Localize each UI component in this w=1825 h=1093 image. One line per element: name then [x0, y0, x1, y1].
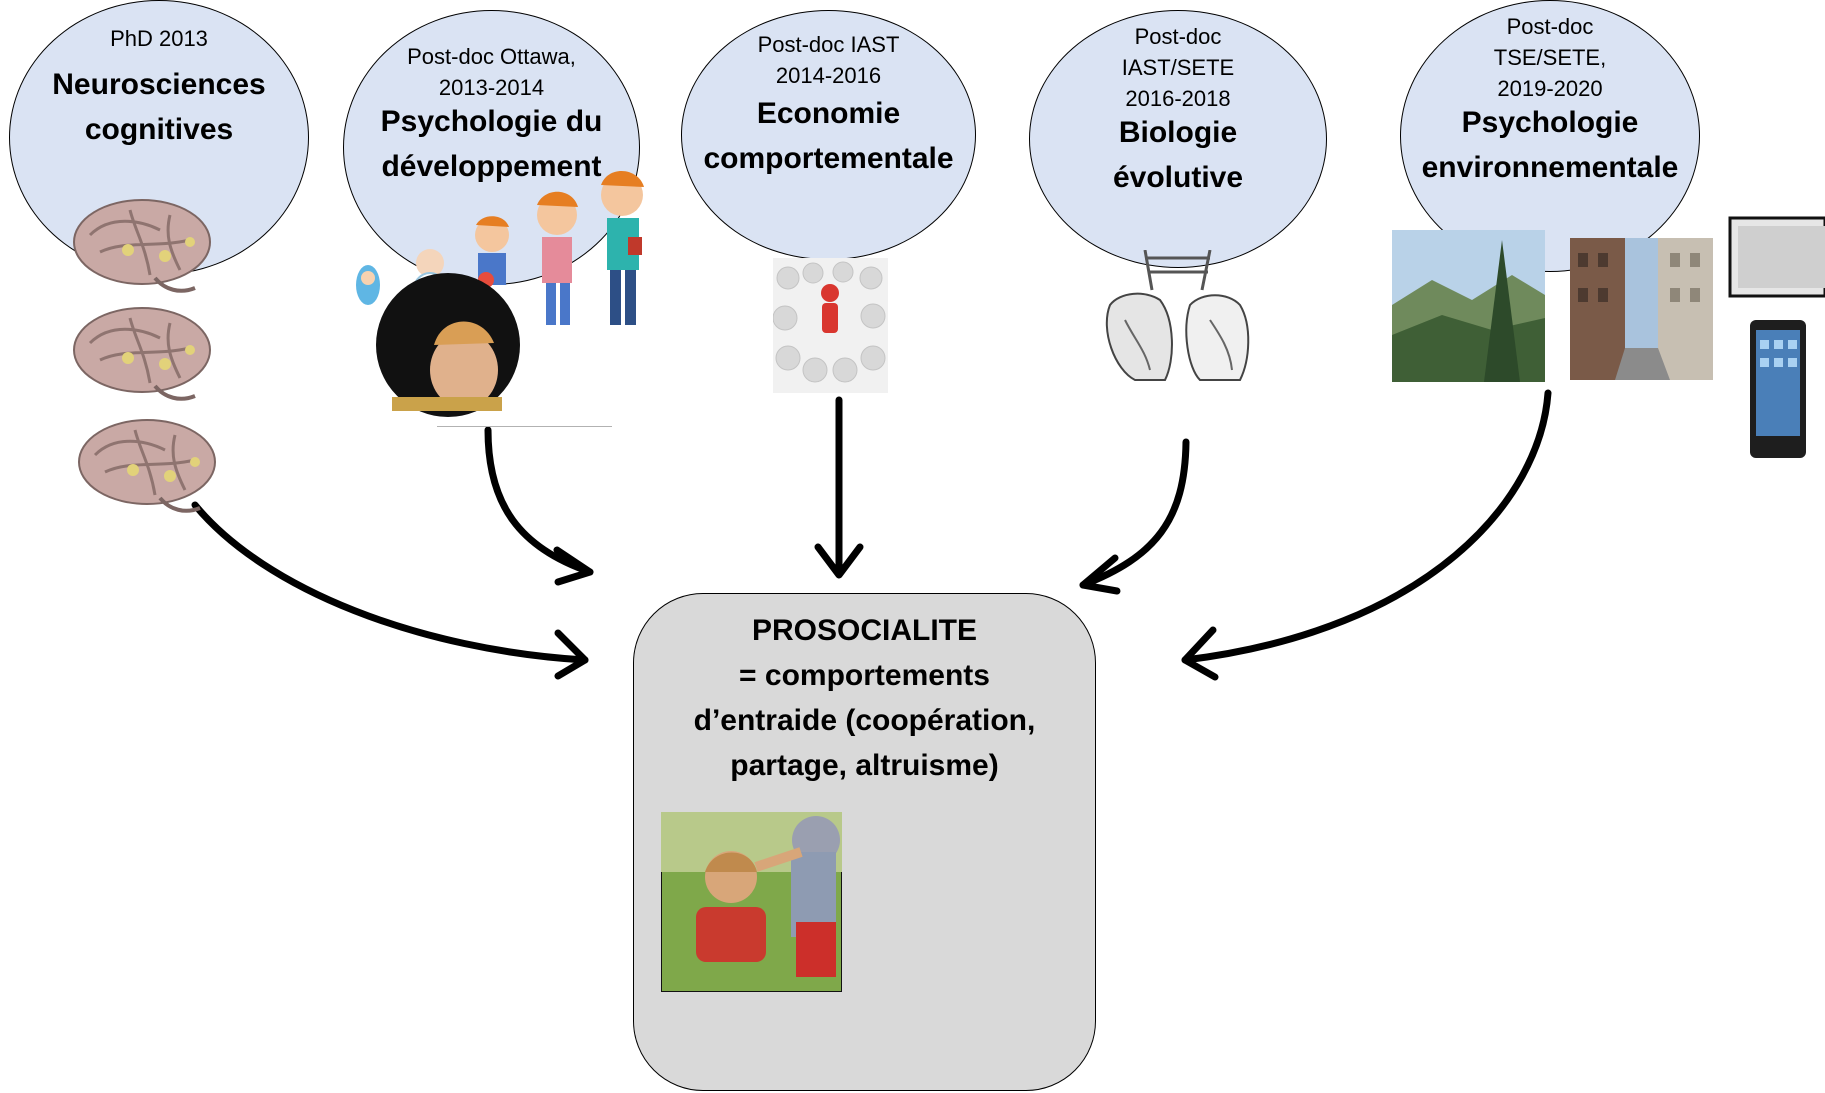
- landscape-photo: [1392, 230, 1545, 382]
- crowd-figure-icon: [773, 258, 888, 393]
- arrow-environnement: [1181, 389, 1552, 664]
- stage-period: PhD 2013: [110, 26, 208, 51]
- brain-icon: [73, 307, 211, 401]
- stage-field: Economie comportementale: [703, 97, 954, 175]
- arrow-developpement: [484, 426, 594, 576]
- children-growth-icon: [356, 170, 644, 427]
- arrow-neurosciences: [191, 501, 589, 664]
- stage-field: Psychologie environnementale: [1421, 106, 1679, 184]
- stage-bubble-environnement: Post-doc TSE/SETE, 2019-2020 Psychologie…: [1400, 0, 1700, 272]
- stage-period: Post-doc IAST 2014-2016: [757, 32, 900, 88]
- city-street-photo: [1570, 238, 1713, 380]
- stage-bubble-biologie: Post-doc IAST/SETE 2016-2018 Biologie év…: [1029, 10, 1327, 268]
- arrow-neurosciences-head: [554, 629, 589, 680]
- stage-bubble-economie: Post-doc IAST 2014-2016 Economie comport…: [681, 10, 976, 260]
- prosociality-title: PROSOCIALITE = comportements d’entraide …: [693, 614, 1036, 782]
- smartphone-icon: [1750, 320, 1806, 458]
- arrow-biologie: [1079, 438, 1190, 589]
- brain-icon: [73, 199, 211, 293]
- arrow-environnement-head: [1181, 626, 1219, 681]
- stage-bubble-developpement: Post-doc Ottawa, 2013-2014 Psychologie d…: [343, 10, 640, 285]
- stage-period: Post-doc TSE/SETE, 2019-2020: [1493, 14, 1607, 101]
- children-comforting-photo: [661, 812, 842, 992]
- brain-icon: [78, 419, 216, 513]
- prosociality-box: PROSOCIALITE = comportements d’entraide …: [633, 593, 1096, 1091]
- arrow-economie-head: [814, 543, 864, 579]
- stage-field: Biologie évolutive: [1112, 116, 1244, 194]
- arrow-biologie-head: [1079, 554, 1121, 595]
- tv-screen-icon: [1728, 216, 1825, 298]
- stage-period: Post-doc IAST/SETE 2016-2018: [1121, 24, 1235, 111]
- arrow-developpement-head: [553, 546, 594, 586]
- insect-drawing-icon: [1105, 250, 1250, 381]
- stage-period: Post-doc Ottawa, 2013-2014: [407, 44, 576, 100]
- stage-field: Psychologie du développement: [380, 105, 603, 183]
- stage-field: Neurosciences cognitives: [52, 68, 266, 146]
